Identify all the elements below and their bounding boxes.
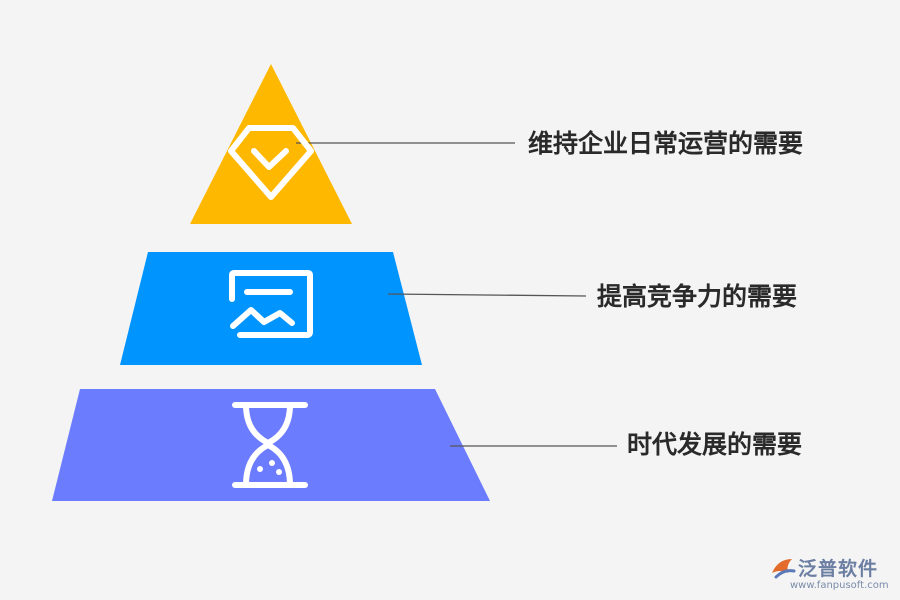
level-1-label: 维持企业日常运营的需要 [528,129,804,158]
hourglass-sand [257,460,282,475]
diamond-check-icon [228,125,314,200]
brand-name: 泛普软件 [798,558,879,580]
brand-url: www.fanpusoft.com [790,580,889,591]
hourglass-icon [232,402,308,488]
level-2-label: 提高竞争力的需要 [597,282,798,311]
connector-line-2 [387,293,587,297]
pyramid-tier-top [190,64,352,224]
fanpu-logo-icon [772,559,796,579]
level-3-label: 时代发展的需要 [627,430,803,459]
pyramid-tier-middle [120,252,422,365]
browser-chart-icon [229,270,313,338]
brand-watermark: 泛普软件 www.fanpusoft.com [768,554,896,598]
